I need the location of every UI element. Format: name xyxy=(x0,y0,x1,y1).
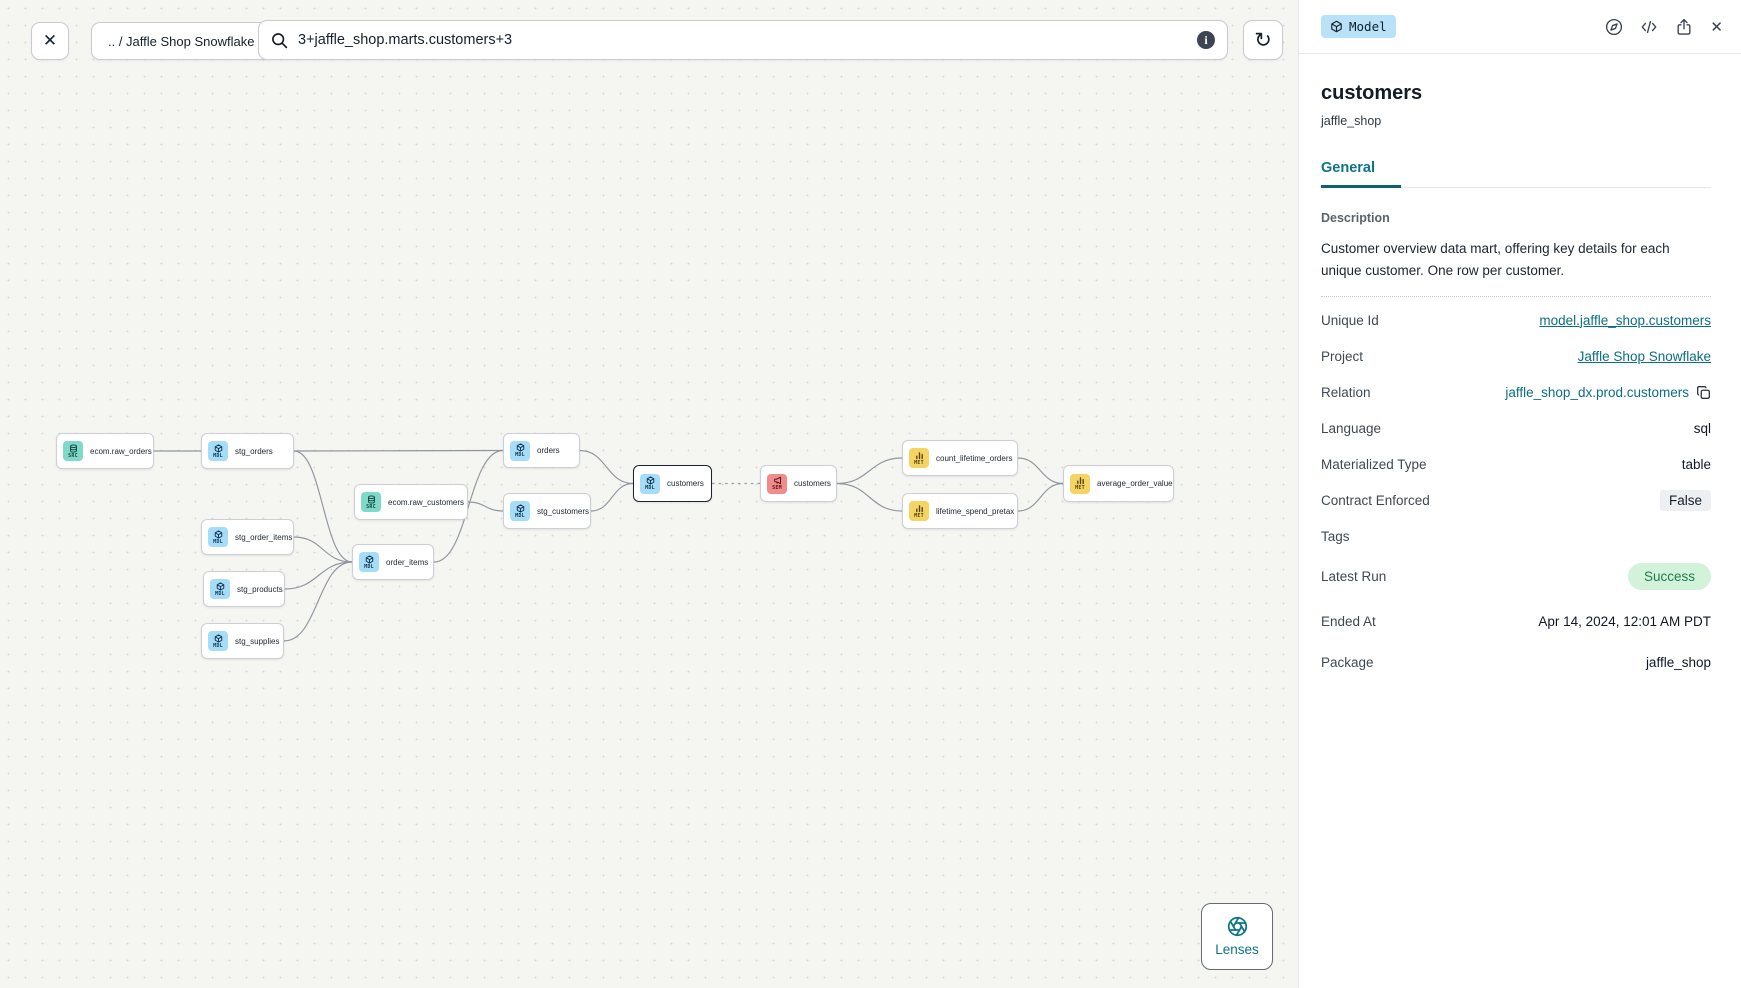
bar-chart-icon: MET xyxy=(909,448,929,468)
cube-icon: MDL xyxy=(359,552,379,572)
refresh-button[interactable]: ↻ xyxy=(1243,20,1283,60)
resource-type-badge: Model xyxy=(1321,15,1396,38)
graph-node-stg_orders[interactable]: MDL stg_orders xyxy=(201,433,294,469)
panel-tabs: General xyxy=(1321,159,1711,188)
description-label: Description xyxy=(1321,211,1390,225)
lenses-label: Lenses xyxy=(1215,942,1259,957)
cube-icon: MDL xyxy=(640,473,660,494)
resource-type-label: Model xyxy=(1349,19,1387,34)
bar-chart-icon: MET xyxy=(909,501,929,521)
copy-icon[interactable] xyxy=(1696,385,1711,400)
field-list: Unique Id model.jaffle_shop.customers Pr… xyxy=(1321,302,1711,680)
database-icon: SRC xyxy=(361,492,381,512)
close-panel-button[interactable]: ✕ xyxy=(1710,18,1723,36)
page-subtitle: jaffle_shop xyxy=(1321,114,1382,128)
cube-icon: MDL xyxy=(210,579,230,599)
view-code-button[interactable] xyxy=(1640,18,1658,36)
graph-node-count_lifetime_orders[interactable]: MET count_lifetime_orders xyxy=(902,440,1018,476)
graph-node-stg_order_items[interactable]: MDL stg_order_items xyxy=(201,519,294,555)
close-icon: ✕ xyxy=(42,31,58,50)
refresh-icon: ↻ xyxy=(1254,27,1272,52)
lineage-search: i xyxy=(258,20,1228,60)
graph-node-average_order_value[interactable]: MET average_order_value xyxy=(1063,465,1174,502)
field-row-package: Package jaffle_shop xyxy=(1321,654,1711,670)
lineage-canvas[interactable]: SRC ecom.raw_orders MDL stg_orders SRC e… xyxy=(0,0,1298,988)
graph-node-ecom.raw_customers[interactable]: SRC ecom.raw_customers xyxy=(354,484,468,520)
field-row-unique-id: Unique Id model.jaffle_shop.customers xyxy=(1321,312,1711,328)
cube-icon: MDL xyxy=(208,527,228,547)
graph-node-stg_customers[interactable]: MDL stg_customers xyxy=(503,493,591,529)
cube-icon: MDL xyxy=(510,440,530,461)
contract-badge: False xyxy=(1659,489,1711,511)
compass-icon xyxy=(1606,18,1623,35)
code-icon xyxy=(1641,20,1657,33)
graph-node-customers_sem[interactable]: SEM customers xyxy=(760,465,837,502)
close-lineage-button[interactable]: ✕ xyxy=(31,22,69,60)
search-input[interactable] xyxy=(298,32,1187,48)
unique-id-link[interactable]: model.jaffle_shop.customers xyxy=(1539,312,1711,328)
graph-node-ecom.raw_orders[interactable]: SRC ecom.raw_orders xyxy=(56,433,154,469)
info-icon[interactable]: i xyxy=(1197,31,1215,49)
field-row-project: Project Jaffle Shop Snowflake xyxy=(1321,348,1711,364)
graph-node-customers[interactable]: MDL customers xyxy=(633,465,712,502)
lenses-button[interactable]: Lenses xyxy=(1201,903,1273,970)
graph-node-order_items[interactable]: MDL order_items xyxy=(352,544,434,580)
package-value: jaffle_shop xyxy=(1645,654,1711,670)
relation-value: jaffle_shop_dx.prod.customers xyxy=(1505,384,1689,400)
share-icon xyxy=(1677,18,1691,35)
divider xyxy=(1321,296,1711,298)
cube-icon: MDL xyxy=(208,441,228,461)
graph-node-stg_supplies[interactable]: MDL stg_supplies xyxy=(201,623,284,659)
database-icon: SRC xyxy=(63,441,83,461)
field-row-materialized-type: Materialized Type table xyxy=(1321,456,1711,472)
field-row-ended-at: Ended At Apr 14, 2024, 12:01 AM PDT xyxy=(1321,614,1711,630)
status-badge: Success xyxy=(1627,563,1711,591)
cube-icon xyxy=(1331,20,1342,33)
page-title: customers xyxy=(1321,82,1423,104)
field-row-latest-run: Latest Run Success xyxy=(1321,554,1711,599)
tab-general[interactable]: General xyxy=(1321,160,1401,188)
field-row-relation: Relation jaffle_shop_dx.prod.customers xyxy=(1321,374,1711,410)
cube-icon: MDL xyxy=(208,631,228,651)
graph-node-stg_products[interactable]: MDL stg_products xyxy=(203,571,285,607)
panel-actions: ✕ xyxy=(1605,18,1723,36)
bar-chart-icon: MET xyxy=(1070,473,1090,494)
materialized-type-value: table xyxy=(1681,456,1711,472)
aperture-icon xyxy=(1227,916,1247,937)
description-text: Customer overview data mart, offering ke… xyxy=(1321,241,1670,278)
cube-icon: MDL xyxy=(510,501,530,521)
breadcrumb[interactable]: .. / Jaffle Shop Snowflake xyxy=(91,22,272,60)
field-row-tags: Tags xyxy=(1321,528,1350,544)
panel-header: Model xyxy=(1299,0,1741,54)
details-panel: Model xyxy=(1298,0,1741,988)
language-value: sql xyxy=(1693,420,1711,436)
search-icon xyxy=(272,32,288,48)
breadcrumb-label: .. / Jaffle Shop Snowflake xyxy=(108,33,255,49)
graph-node-orders[interactable]: MDL orders xyxy=(503,433,580,468)
panel-body: customers jaffle_shop General Descriptio… xyxy=(1299,54,1741,680)
field-row-language: Language sql xyxy=(1321,420,1711,436)
megaphone-icon: SEM xyxy=(767,473,787,494)
ended-at-value: Apr 14, 2024, 12:01 AM PDT xyxy=(1538,614,1711,630)
project-link[interactable]: Jaffle Shop Snowflake xyxy=(1577,348,1711,364)
field-row-contract-enforced: Contract Enforced False xyxy=(1321,482,1711,518)
graph-node-lifetime_spend_pretax[interactable]: MET lifetime_spend_pretax xyxy=(902,493,1018,529)
explore-button[interactable] xyxy=(1605,18,1623,36)
share-button[interactable] xyxy=(1675,18,1693,36)
